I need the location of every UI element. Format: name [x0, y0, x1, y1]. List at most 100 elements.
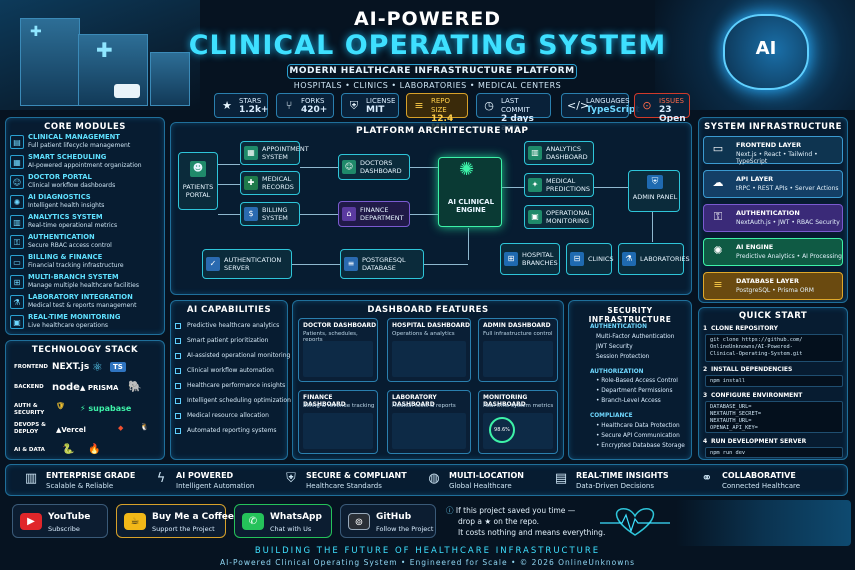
- tech-label-ai-data: AI & DATA: [14, 447, 45, 453]
- prisma-logo: ▲ PRISMA: [80, 384, 119, 392]
- uptime-gauge: 98.6%: [489, 417, 515, 443]
- security-title: SECURITY INFRASTRUCTURE: [588, 306, 672, 324]
- node-postgresql-database[interactable]: ≡POSTGRESQL DATABASE: [340, 249, 424, 279]
- security-group-title: AUTHENTICATION: [590, 324, 647, 330]
- env-config[interactable]: DATABASE_URL=NEXTAUTH_SECRET=NEXTAUTH_UR…: [705, 401, 843, 433]
- calendar-icon: ▦: [244, 146, 258, 160]
- support-message: ⓘ If this project saved you time — drop …: [446, 506, 606, 537]
- linux-logo: 🐧: [140, 423, 149, 431]
- lock-icon: ⚿: [10, 235, 24, 249]
- brain-label: AI: [755, 38, 777, 59]
- subtitle-banner: MODERN HEALTHCARE INFRASTRUCTURE PLATFOR…: [287, 64, 577, 79]
- dashboard-preview: [392, 413, 466, 449]
- dashboard-preview: [303, 413, 373, 449]
- title-line-1: AI-POWERED: [353, 8, 502, 30]
- run-command[interactable]: npm run dev: [705, 447, 843, 458]
- node-hospital-branches[interactable]: ⊞HOSPITAL BRANCHES: [500, 243, 560, 275]
- security-logo: 🛡: [56, 402, 65, 410]
- nextjs-logo: NEXT.js: [52, 362, 90, 372]
- shield-icon: ⛨: [647, 175, 663, 189]
- supabase-logo: ⚡ supabase: [80, 404, 132, 413]
- coffee-icon: ☕: [124, 513, 146, 530]
- node-authentication-server[interactable]: ✓AUTHENTICATION SERVER: [202, 249, 292, 279]
- node-finance-department[interactable]: ⌂FINANCE DEPARTMENT: [338, 201, 410, 227]
- chart-icon: ▥: [10, 215, 24, 229]
- shield-icon: ⛨: [349, 99, 359, 112]
- node-doctors-dashboard[interactable]: ☺DOCTORS DASHBOARD: [338, 154, 410, 180]
- github-icon: ⊚: [348, 513, 370, 530]
- dashboard-preview: [303, 341, 373, 377]
- node-medical-records[interactable]: ✚MEDICAL RECORDS: [240, 171, 300, 195]
- node-appointment-system[interactable]: ▦APPOINTMENT SYSTEM: [240, 141, 309, 165]
- clone-command[interactable]: git clone https://github.com/OnlineUnkno…: [705, 334, 843, 362]
- info-icon: ⓘ: [446, 506, 456, 515]
- python-logo: 🐍: [62, 444, 75, 455]
- typescript-logo: TS: [110, 362, 126, 372]
- node-billing-system[interactable]: $BILLING SYSTEM: [240, 202, 300, 226]
- dashboard-features-title: DASHBOARD FEATURES: [367, 305, 489, 315]
- node-clinics[interactable]: ⊟CLINICS: [566, 243, 614, 275]
- node-laboratories[interactable]: ⚗LABORATORIES: [618, 243, 690, 275]
- handshake-icon: ⚭: [701, 471, 713, 486]
- footer-tagline: BUILDING THE FUTURE OF HEALTHCARE INFRAS…: [254, 546, 601, 556]
- step-clone: 1 CLONE REPOSITORY: [703, 325, 778, 332]
- tech-label-backend: BACKEND: [14, 384, 44, 390]
- node-patients-portal[interactable]: ☻ PATIENTS PORTAL: [178, 152, 218, 210]
- flask-icon: ⚗: [10, 295, 24, 309]
- database-icon: ≡: [414, 99, 424, 112]
- node-logo: node: [52, 382, 80, 393]
- hospital-icon: ⊞: [504, 252, 518, 266]
- monitor-icon: ▭: [712, 142, 724, 155]
- ai-brain-illustration: AI: [655, 0, 855, 110]
- node-analytics-dashboard[interactable]: ▥ANALYTICS DASHBOARD: [524, 141, 594, 165]
- tech-label-devops: DEVOPS & DEPLOY: [14, 422, 46, 435]
- node-operational-monitoring[interactable]: ▣OPERATIONAL MONITORING: [524, 205, 594, 229]
- node-admin-panel[interactable]: ⛨ ADMIN PANEL: [628, 170, 680, 212]
- react-logo: ⚛: [92, 360, 103, 374]
- install-command[interactable]: npm install: [705, 375, 843, 387]
- security-group-title: COMPLIANCE: [590, 413, 633, 419]
- security-group-title: AUTHORIZATION: [590, 369, 644, 375]
- calendar-icon: ▦: [10, 155, 24, 169]
- star-icon: ★: [222, 99, 232, 112]
- postgres-logo: 🐘: [128, 380, 142, 393]
- node-medical-predictions[interactable]: ✦MEDICAL PREDICTIONS: [524, 173, 594, 197]
- step-run: 4 RUN DEVELOPMENT SERVER: [703, 438, 807, 445]
- prediction-icon: ✦: [528, 178, 542, 192]
- tech-stack-panel: TECHNOLOGY STACK: [5, 340, 165, 460]
- node-ai-clinical-engine[interactable]: ✺ AI CLINICAL ENGINE: [438, 157, 502, 227]
- tech-stack-title: TECHNOLOGY STACK: [31, 345, 139, 355]
